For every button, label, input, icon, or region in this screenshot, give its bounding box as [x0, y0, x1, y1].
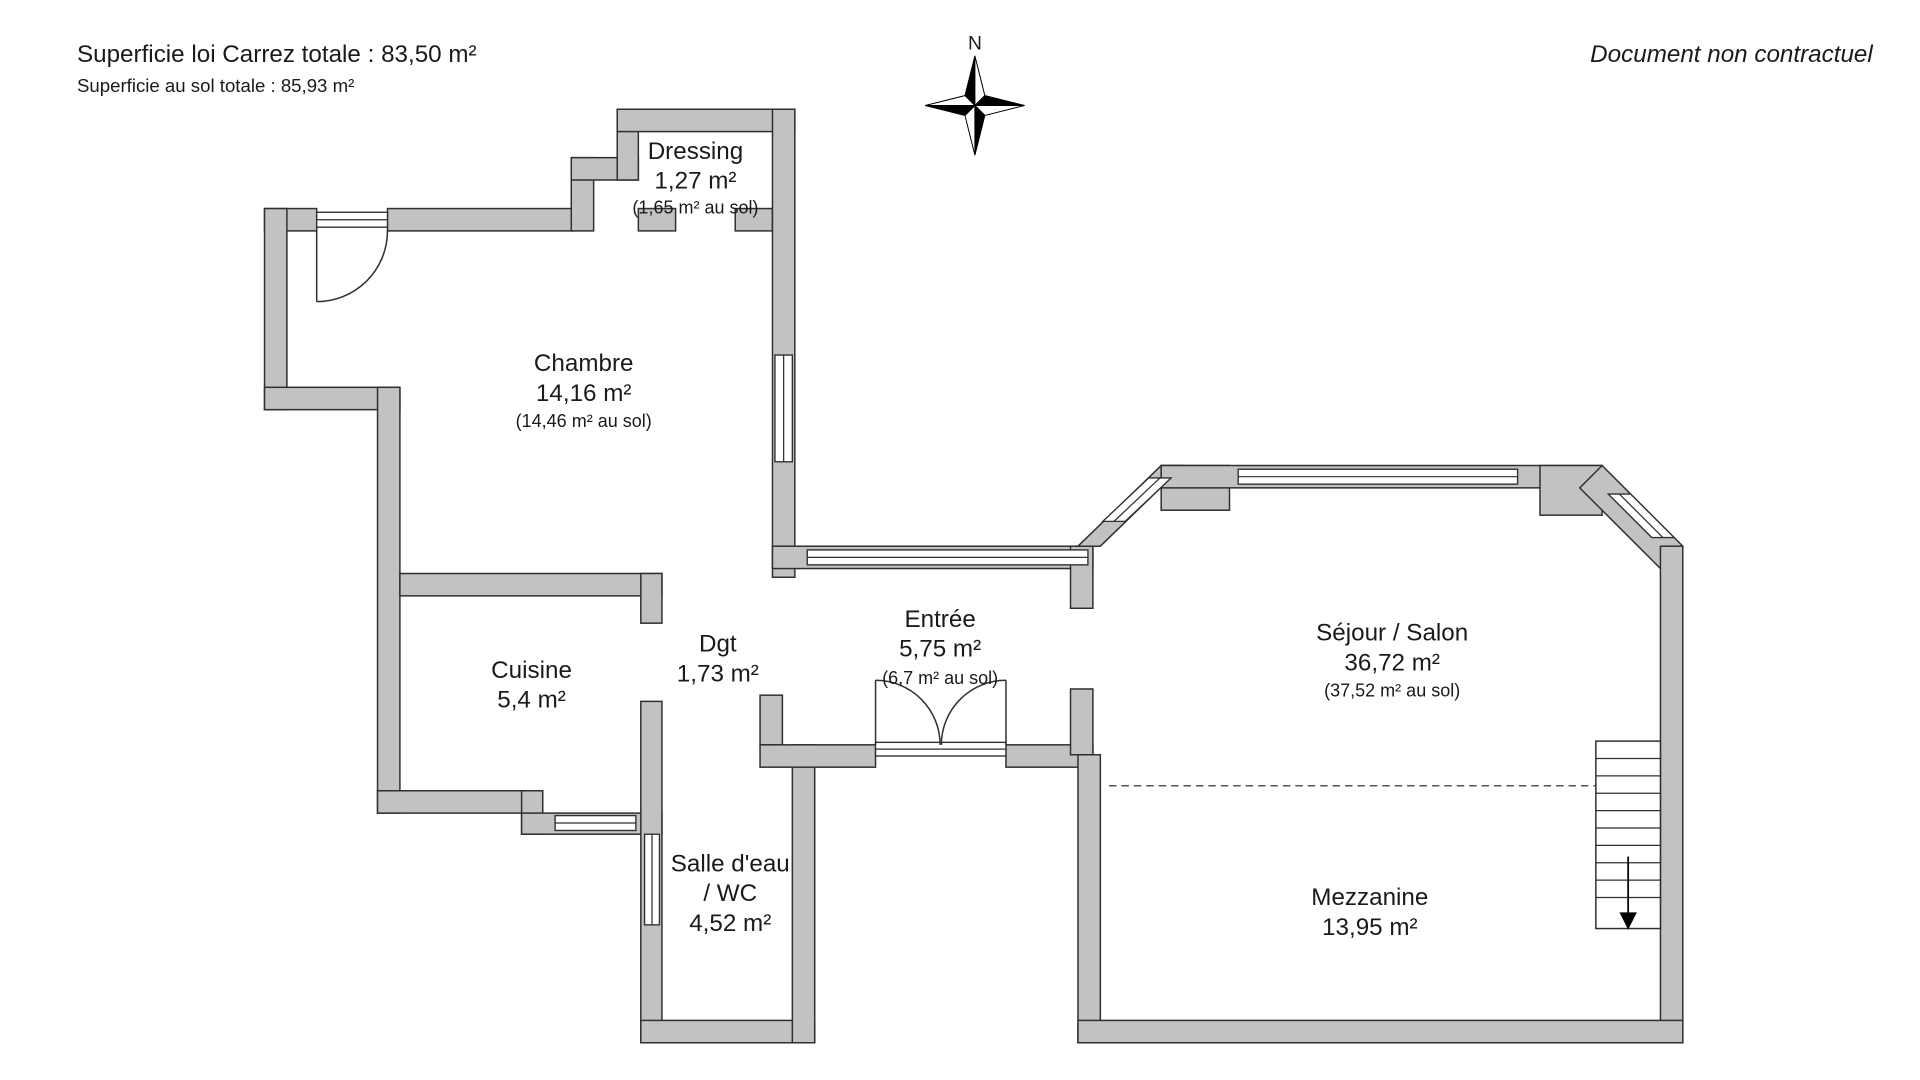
room-area: 5,75 m² [899, 636, 981, 663]
room-label-dressing: Dressing 1,27 m² (1,65 m² au sol) [632, 138, 758, 218]
room-name: Chambre [534, 350, 634, 377]
windows [316, 211, 1676, 926]
window-chambre-top [316, 211, 389, 228]
staircase [1595, 740, 1662, 930]
wall-segment [1659, 545, 1684, 1044]
room-name: Dressing [648, 138, 744, 165]
room-name: Mezzanine [1311, 884, 1428, 911]
window-entree-top [806, 549, 1089, 566]
room-label-chambre: Chambre 14,16 m² (14,46 m² au sol) [516, 350, 652, 431]
door-entree-double [874, 679, 1007, 757]
room-floor-area: (6,7 m² au sol) [882, 668, 998, 688]
room-floor-area: (14,46 m² au sol) [516, 411, 652, 431]
door-chambre [315, 230, 389, 303]
window-sejour-top [1237, 468, 1519, 485]
walls [263, 108, 1684, 1044]
room-name: Cuisine [491, 657, 572, 684]
wall-segment [386, 207, 575, 232]
room-name: Salle d'eau [671, 850, 790, 877]
doors [315, 230, 1007, 757]
header: Superficie loi Carrez totale : 83,50 m² … [77, 41, 1873, 96]
room-area: 14,16 m² [536, 380, 632, 407]
room-name: Séjour / Salon [1316, 620, 1468, 647]
room-label-dgt: Dgt 1,73 m² [677, 631, 759, 688]
wall-segment [759, 694, 784, 746]
room-label-salle-eau: Salle d'eau / WC 4,52 m² [671, 850, 790, 937]
room-floor-area: (37,52 m² au sol) [1324, 680, 1460, 700]
door-swing-arc [316, 230, 389, 303]
wall-segment [263, 207, 288, 411]
room-area: 1,27 m² [654, 168, 736, 195]
compass-rose: N [925, 34, 1025, 156]
window-glass-line [1113, 477, 1161, 522]
room-area: 1,73 m² [677, 661, 759, 688]
door-swing-arc [875, 679, 941, 745]
room-label-entree: Entrée 5,75 m² (6,7 m² au sol) [882, 606, 998, 688]
room-area: 5,4 m² [497, 687, 566, 714]
wall-segment [376, 790, 544, 814]
window-sejour-diagonal-left [1101, 477, 1173, 523]
wall-segment [759, 744, 877, 768]
window-cuisine-bottom [554, 814, 637, 832]
carrez-total-label: Superficie loi Carrez totale : 83,50 m² [77, 41, 477, 68]
window-sejour-diagonal-right [1606, 493, 1676, 539]
room-area: 36,72 m² [1344, 649, 1440, 676]
wall-segment [640, 572, 663, 624]
wall-segment [640, 1019, 816, 1044]
window-glass-line [1619, 493, 1664, 538]
sol-total-label: Superficie au sol totale : 85,93 m² [77, 75, 354, 96]
compass-point [925, 95, 977, 107]
room-label-cuisine: Cuisine 5,4 m² [491, 657, 572, 714]
stair-down-arrow-icon [1619, 912, 1637, 930]
wall-segment [1077, 754, 1102, 1044]
disclaimer-label: Document non contractuel [1590, 41, 1873, 68]
wall-segment [376, 386, 401, 814]
door-swing-arc [940, 679, 1006, 745]
room-labels: Dressing 1,27 m² (1,65 m² au sol) Chambr… [491, 138, 1468, 941]
window-chambre-right [774, 354, 794, 463]
window-salle-eau-left [643, 833, 661, 926]
room-label-mezzanine: Mezzanine 13,95 m² [1311, 884, 1428, 941]
room-area: 13,95 m² [1322, 914, 1418, 941]
wall-segment [771, 108, 796, 578]
room-name: Dgt [699, 631, 737, 658]
room-label-sejour: Séjour / Salon 36,72 m² (37,52 m² au sol… [1316, 620, 1468, 701]
room-name: / WC [703, 880, 757, 907]
room-area: 4,52 m² [689, 910, 771, 937]
room-floor-area: (1,65 m² au sol) [632, 198, 758, 218]
wall-segment [791, 744, 816, 1044]
wall-segment [1069, 688, 1094, 756]
wall-segment [616, 108, 796, 133]
room-name: Entrée [904, 606, 975, 633]
wall-segment [637, 207, 677, 232]
compass-north-label: N [968, 34, 982, 55]
wall-segment [1077, 1019, 1684, 1044]
wall-segment [399, 572, 663, 597]
